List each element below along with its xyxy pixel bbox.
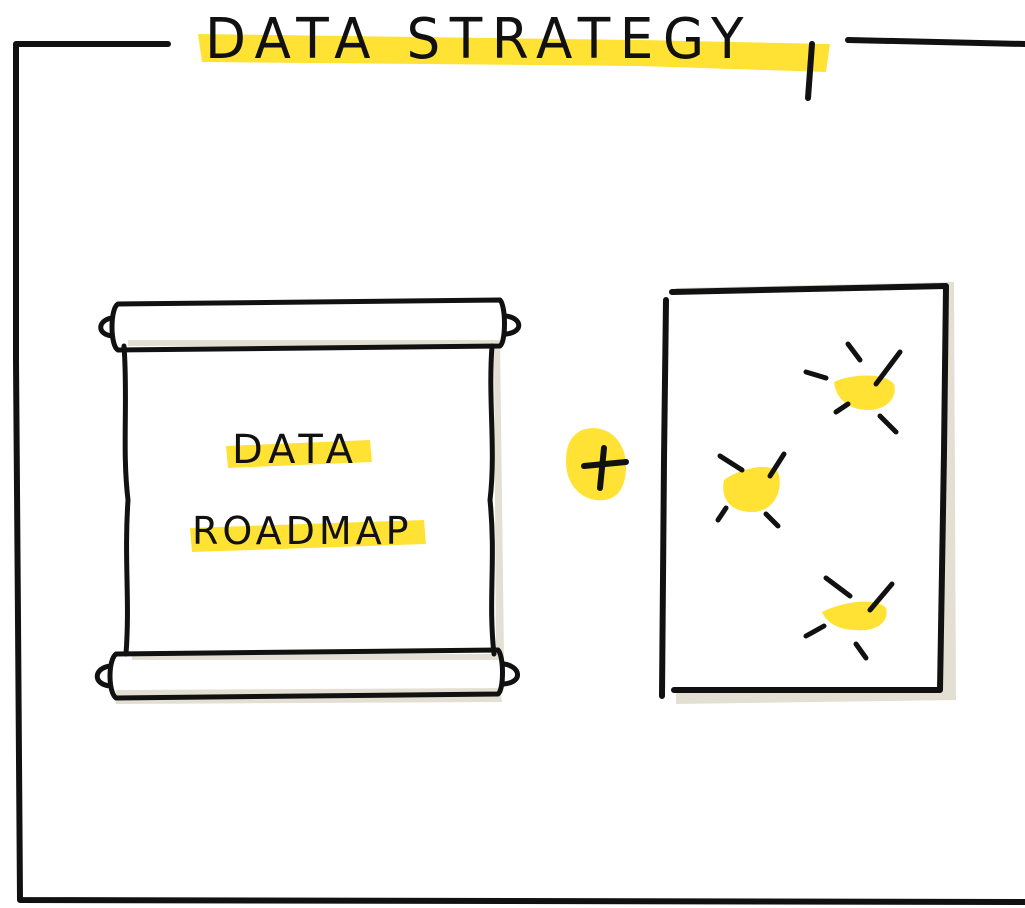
outer-frame <box>13 37 1025 905</box>
scroll-line2-highlight <box>190 520 426 552</box>
scroll-icon <box>94 297 522 704</box>
lightbulb-icon <box>715 451 787 529</box>
page-title: DATA STRATEGY <box>205 7 753 72</box>
plus-icon <box>566 428 629 501</box>
scroll-label-line2: ROADMAP <box>192 509 413 553</box>
scroll-label-line1: DATA <box>232 427 360 473</box>
title-highlight <box>198 34 830 72</box>
scroll-line1-highlight <box>226 440 372 468</box>
lightbulb-icon <box>803 341 903 435</box>
lightbulb-icon <box>803 575 895 661</box>
